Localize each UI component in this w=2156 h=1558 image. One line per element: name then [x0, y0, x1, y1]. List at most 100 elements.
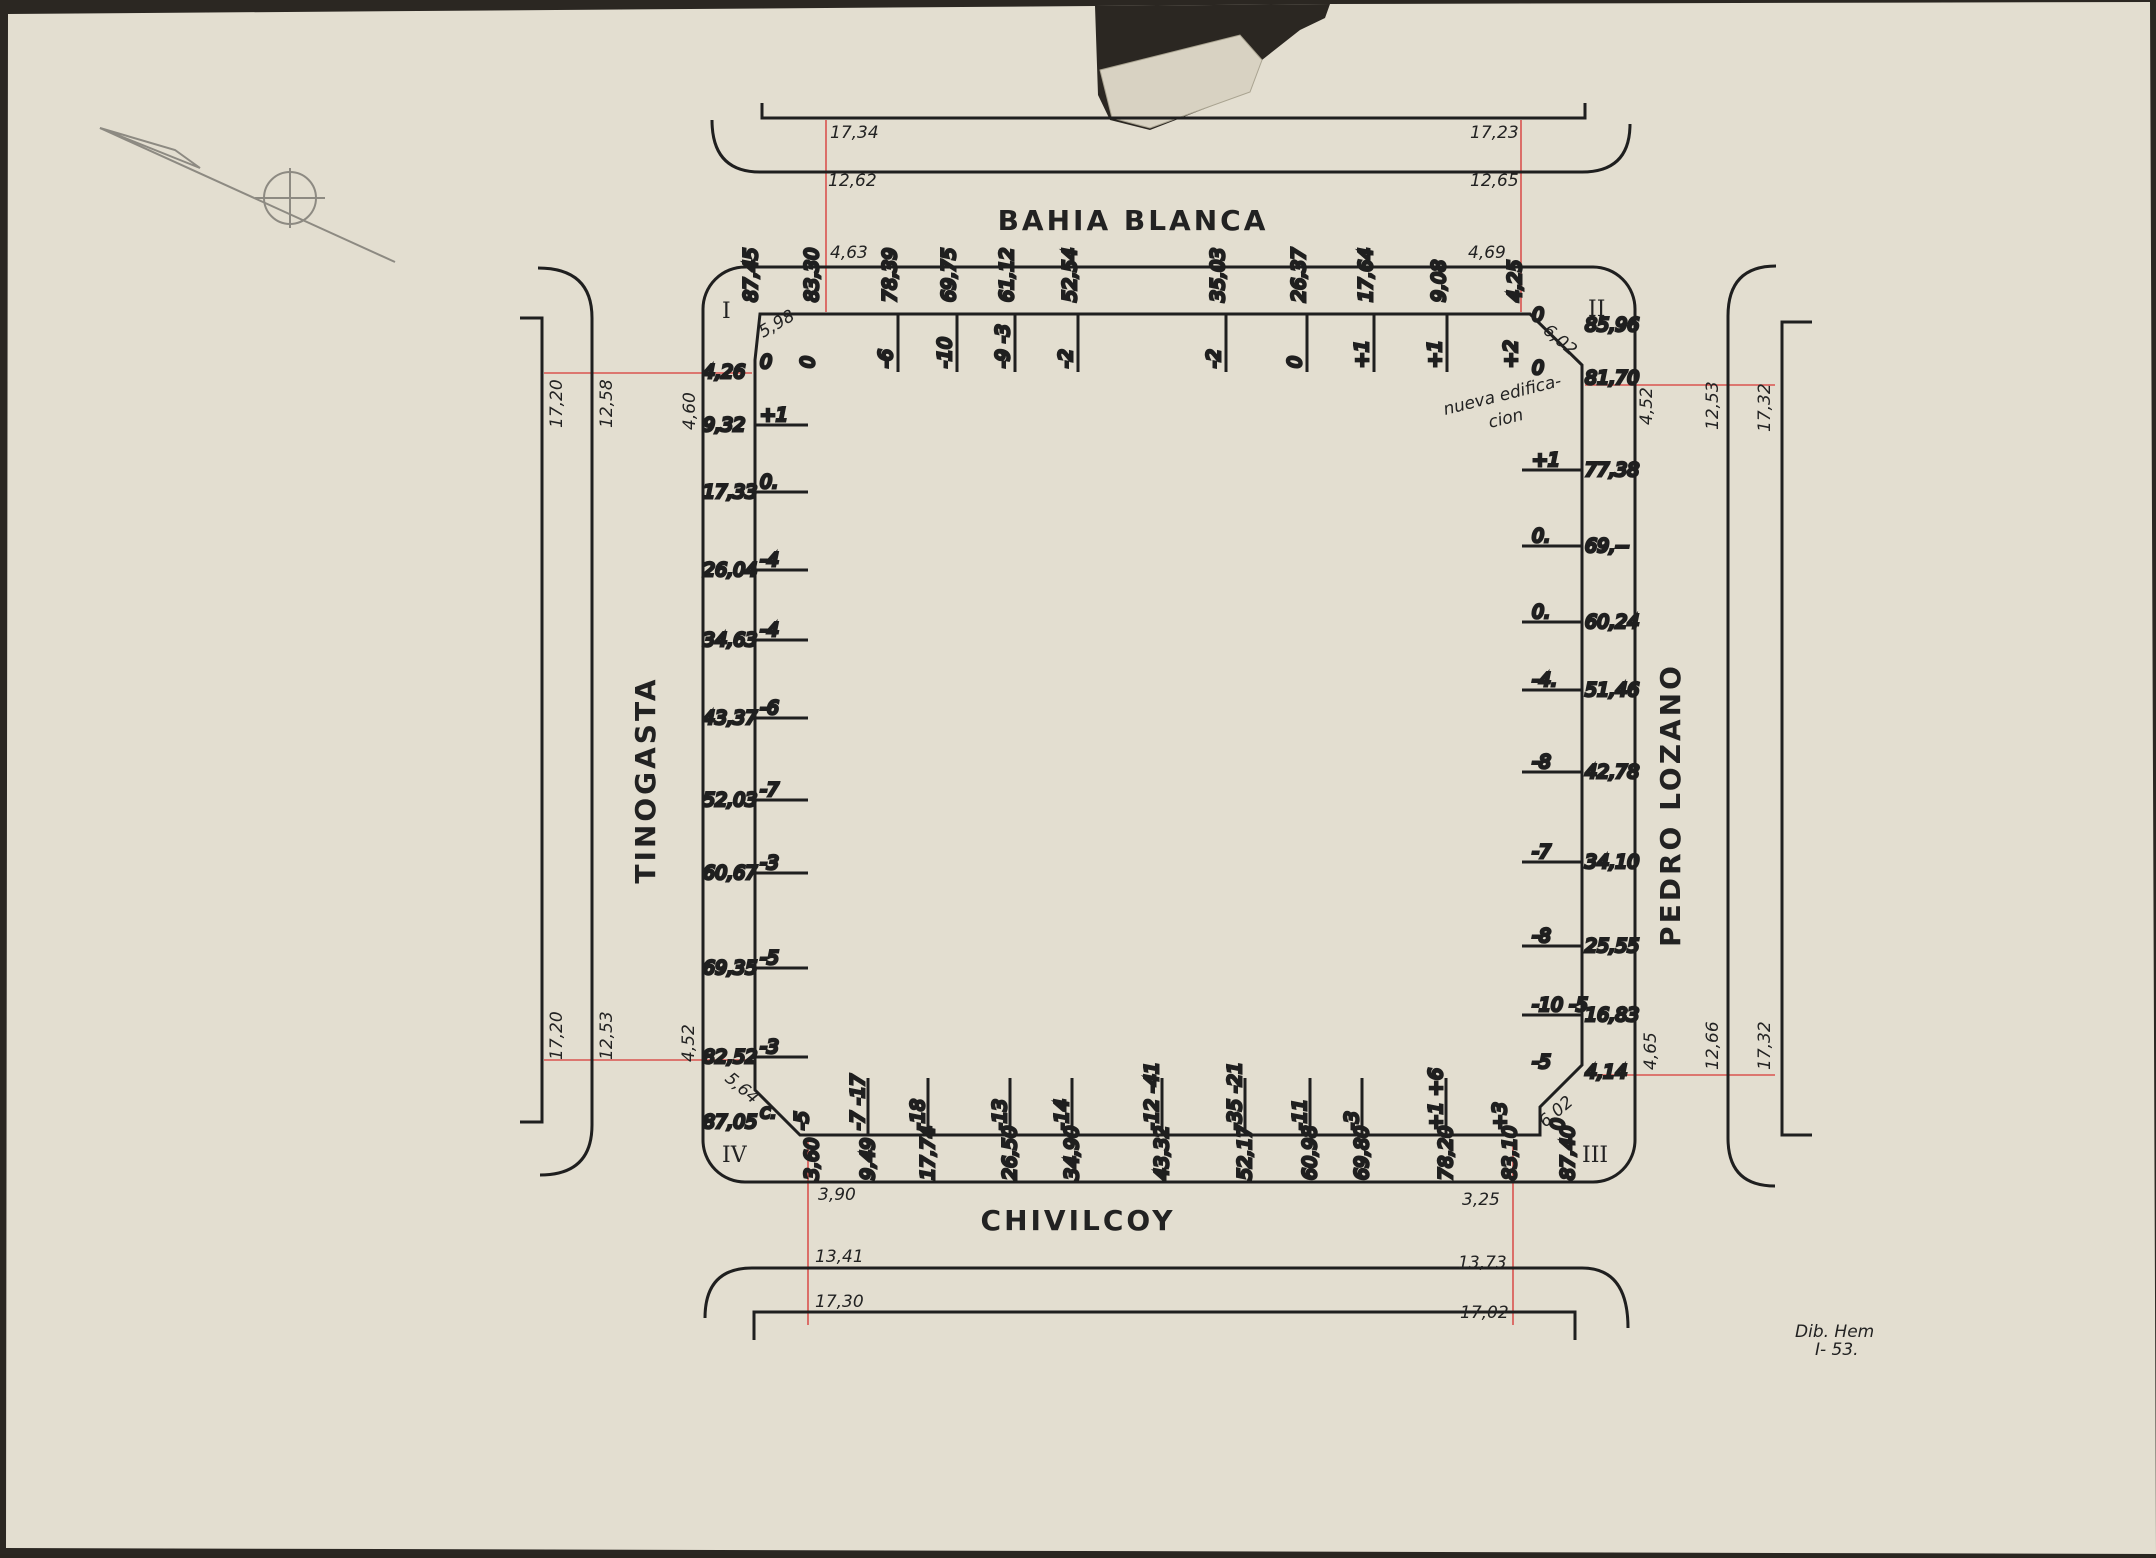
south-distance-label: 9,49	[857, 1138, 879, 1180]
east-width-bottom-3: 17,32	[1755, 1021, 1775, 1070]
east-level-label: -8	[1532, 925, 1551, 947]
west-distance-label: 4,26	[703, 361, 745, 383]
west-distance-label: 34,63	[703, 629, 757, 651]
north-width-right-2: 12,65	[1470, 171, 1519, 191]
west-distance-label: 43,37	[703, 707, 757, 729]
south-level-label: +3	[1489, 1102, 1511, 1130]
north-level-label: +2	[1500, 340, 1522, 368]
south-distance-label: 69,80	[1351, 1126, 1373, 1180]
signature-line2: I- 53.	[1815, 1340, 1859, 1360]
south-distance-label: 3,60	[801, 1138, 823, 1180]
south-distance-label: 17,74	[917, 1126, 939, 1180]
north-distance-label: 87,45	[740, 248, 762, 302]
south-distance-label: 87,40	[1557, 1126, 1579, 1180]
east-level-label: -7	[1532, 841, 1551, 863]
east-width-bottom-2: 12,66	[1703, 1021, 1723, 1070]
street-name-south: CHIVILCOY	[981, 1204, 1176, 1237]
south-width-right-1: 3,25	[1462, 1190, 1500, 1210]
street-curbs	[520, 103, 1812, 1340]
south-level-label: -13	[989, 1099, 1011, 1130]
corner-label-sw: IV	[722, 1143, 748, 1168]
south-level-label: -18	[907, 1099, 929, 1130]
north-distance-label: 83,30	[801, 248, 823, 302]
east-level-label: 0.	[1532, 525, 1550, 547]
west-level-label: -3	[760, 852, 779, 874]
west-distance-label: 17,33	[703, 481, 757, 503]
east-width-top-2: 12,53	[1703, 381, 1723, 430]
east-level-label: -10 -5	[1532, 994, 1588, 1016]
south-width-right-3: 17,02	[1460, 1303, 1509, 1323]
west-width-top-1: 17,20	[547, 379, 567, 428]
east-distance-label: 4,14	[1585, 1061, 1627, 1083]
east-distance-label: 42,78	[1585, 761, 1639, 783]
east-level-label: -4.	[1532, 669, 1557, 691]
west-distance-label: 87,05	[703, 1111, 757, 1133]
south-level-label: -7 -17	[847, 1074, 869, 1130]
west-level-label: c.	[760, 1101, 777, 1123]
south-level-label: -12 -41	[1141, 1062, 1163, 1130]
south-distance-label: 83,10	[1499, 1126, 1521, 1180]
east-distance-label: 25,55	[1585, 935, 1639, 957]
north-width-left-3: 4,63	[830, 243, 868, 263]
east-distance-label: 85,96	[1585, 314, 1639, 336]
north-level-label: -9 -3	[992, 324, 1014, 368]
east-distance-label: 81,70	[1585, 367, 1639, 389]
north-distance-label: 69,75	[938, 248, 960, 302]
corner-label-ne: II	[1588, 297, 1605, 322]
south-distance-label: 78,20	[1435, 1126, 1457, 1180]
east-tick-marks: 85,96081,70077,38+169,--0.60,240.51,46-4…	[1522, 303, 1641, 1085]
north-distance-label: 52,54	[1059, 248, 1081, 302]
north-distance-label: 61,12	[996, 248, 1018, 302]
south-level-label: -35 -21	[1224, 1062, 1246, 1130]
west-distance-label: 60,67	[703, 862, 757, 884]
east-distance-label: 69,--	[1585, 535, 1629, 557]
east-level-label: 0.	[1532, 601, 1550, 623]
south-width-left-1: 3,90	[818, 1185, 856, 1205]
south-tick-marks: 3,60-59,49-7 -1717,74-1826,50-1334,90-14…	[790, 1060, 1581, 1181]
south-level-label: +1 +6	[1425, 1068, 1447, 1130]
north-level-label: -2	[1203, 349, 1225, 368]
west-level-label: -6	[760, 697, 779, 719]
south-width-left-3: 17,30	[815, 1292, 864, 1312]
corner-label-nw: I	[722, 299, 731, 324]
south-level-label: -3	[1341, 1111, 1363, 1130]
west-level-label: +1	[760, 404, 788, 426]
west-width-bottom-2: 12,53	[597, 1011, 617, 1060]
east-distance-label: 16,83	[1585, 1004, 1639, 1026]
north-level-label: 0	[797, 356, 819, 368]
south-distance-label: 34,90	[1061, 1126, 1083, 1180]
north-distance-label: 78,39	[879, 248, 901, 302]
south-distance-label: 60,98	[1299, 1126, 1321, 1180]
south-distance-label: 52,17	[1234, 1126, 1256, 1180]
north-level-label: -2	[1055, 349, 1077, 368]
north-width-left-1: 17,34	[830, 123, 879, 143]
west-level-label: -4	[760, 549, 779, 571]
west-level-label: -4	[760, 619, 779, 641]
north-width-right-3: 4,69	[1468, 243, 1506, 263]
west-level-label: 0.	[760, 471, 778, 493]
east-level-label: -5	[1532, 1051, 1551, 1073]
south-width-right-2: 13,73	[1458, 1253, 1507, 1273]
street-name-north: BAHIA BLANCA	[998, 204, 1269, 237]
north-level-label: -10	[934, 337, 956, 368]
west-distance-label: 26,04	[703, 559, 757, 581]
north-distance-label: 9,08	[1428, 260, 1450, 302]
property-line	[753, 312, 1584, 1137]
west-distance-label: 52,03	[703, 789, 757, 811]
north-width-left-2: 12,62	[828, 171, 877, 191]
north-distance-label: 17,64	[1355, 248, 1377, 302]
west-level-label: -5	[760, 947, 779, 969]
west-distance-label: 69,35	[703, 957, 757, 979]
east-width-top-3: 17,32	[1755, 383, 1775, 432]
south-level-label: -14	[1051, 1099, 1073, 1130]
south-distance-label: 43,32	[1151, 1126, 1173, 1180]
north-level-label: +1	[1424, 340, 1446, 368]
south-level-label: -11	[1289, 1099, 1311, 1130]
west-width-bottom-3: 4,52	[679, 1024, 699, 1062]
west-level-label: 0	[760, 351, 772, 373]
north-level-label: +1	[1351, 340, 1373, 368]
